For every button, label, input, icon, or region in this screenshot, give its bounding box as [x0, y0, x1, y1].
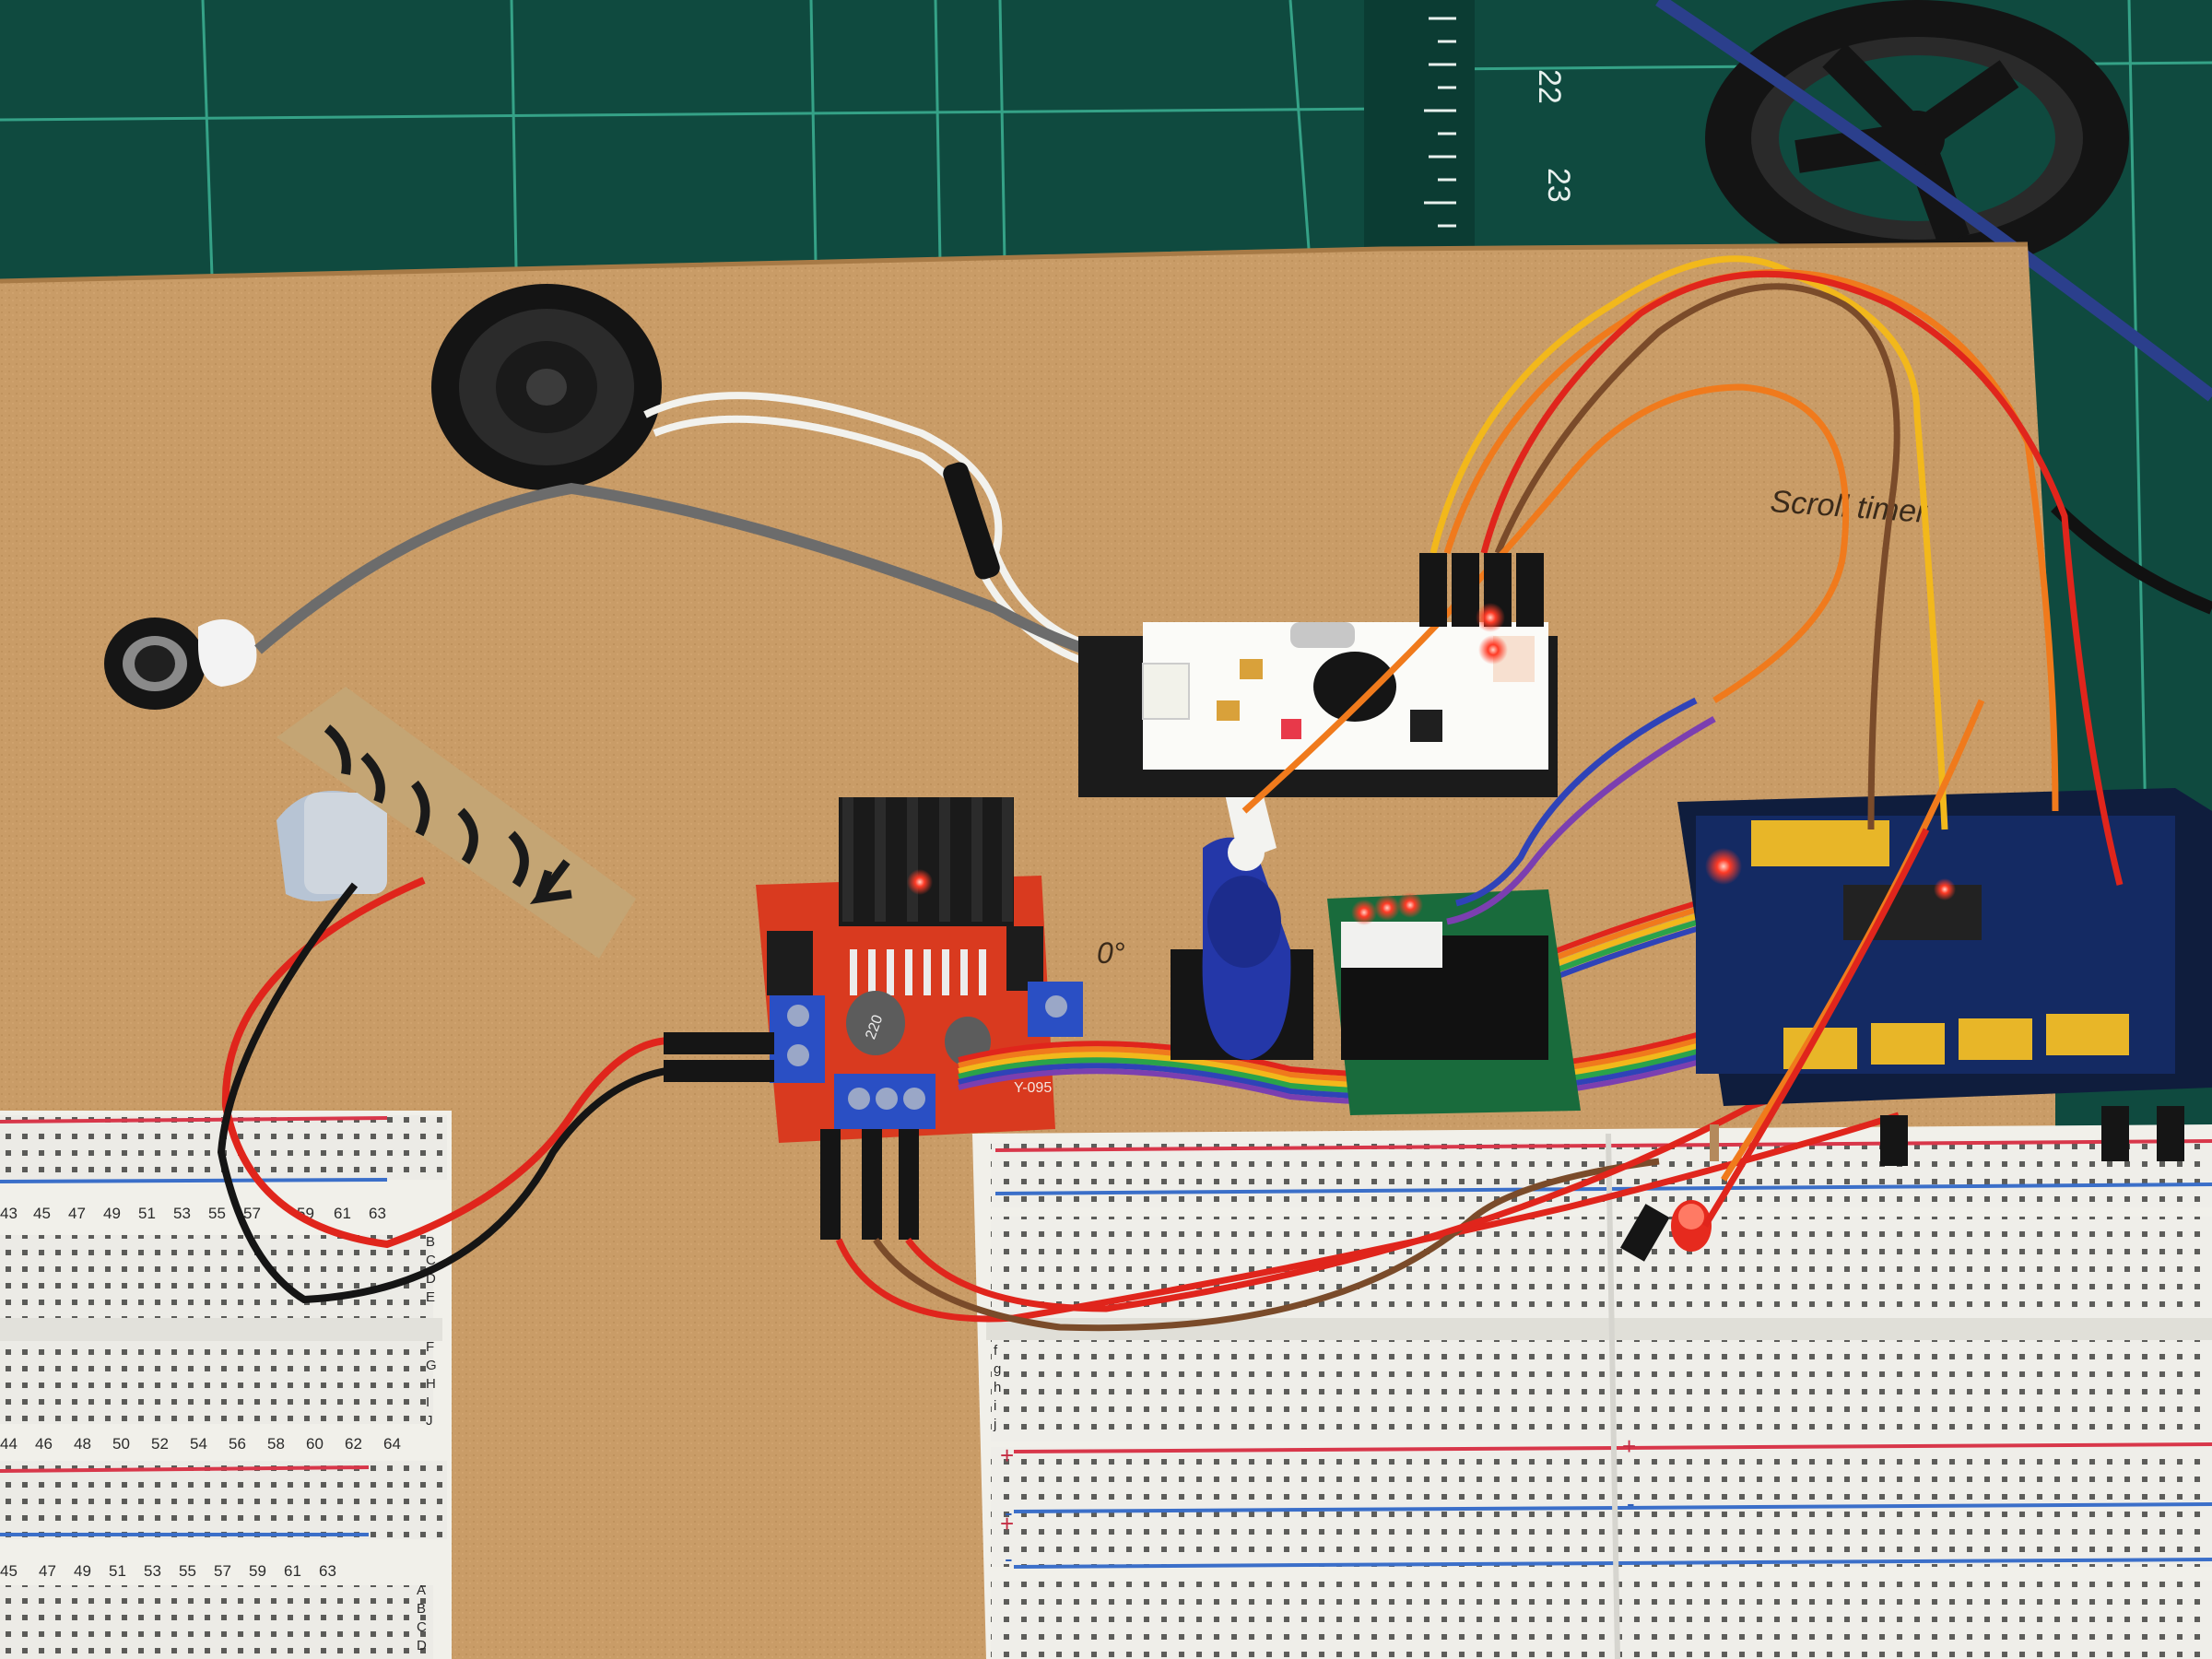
rail-minus-sign: - — [1627, 1489, 1635, 1517]
rail-minus-sign: - — [1005, 1499, 1013, 1526]
row-letter: A — [417, 1583, 426, 1598]
ruler-number-23: 23 — [1541, 168, 1576, 203]
arduino-shield — [1677, 788, 2212, 1106]
column-number: 61 — [334, 1205, 351, 1222]
column-number: 54 — [190, 1435, 207, 1453]
column-number: 51 — [138, 1205, 156, 1222]
red-wire — [221, 877, 683, 1249]
red-led — [1671, 1200, 1712, 1252]
row-letter: G — [426, 1358, 437, 1373]
speaker — [431, 284, 662, 490]
row-letter: E — [426, 1289, 435, 1305]
row-letter: C — [417, 1619, 427, 1635]
servo-angle-label: 0° — [1097, 936, 1125, 970]
black-cable-right — [2051, 502, 2212, 615]
ruler-number-22: 22 — [1532, 69, 1567, 104]
row-letter: g — [994, 1361, 1001, 1377]
left-breadboard-bottom-numbers: 45 47 49 51 53 55 57 59 61 63 — [0, 1562, 336, 1580]
module-code-label: Y-095 — [1014, 1080, 1052, 1096]
column-number: 62 — [345, 1435, 362, 1453]
blue-usb-cable — [1655, 0, 2212, 402]
column-number: 53 — [144, 1562, 161, 1580]
column-number: 59 — [249, 1562, 266, 1580]
column-number: 44 — [0, 1435, 18, 1453]
microphone-cable — [254, 482, 1135, 669]
row-letter: D — [417, 1638, 427, 1653]
mat-ruler-ticks — [1424, 17, 1456, 228]
row-letter: B — [417, 1601, 426, 1617]
heatsink — [839, 797, 1014, 926]
row-letter: h — [994, 1380, 1001, 1395]
rail-plus-sign: + — [1000, 1441, 1014, 1469]
motor-driver-board: 220 Y-095 — [756, 797, 1083, 1143]
column-number: 58 — [267, 1435, 285, 1453]
column-number: 55 — [179, 1562, 196, 1580]
row-letter: I — [426, 1394, 429, 1410]
jumper-wire-bundle — [1241, 255, 2124, 1228]
column-number: 57 — [214, 1562, 231, 1580]
microphone — [104, 618, 257, 710]
column-number: 48 — [74, 1435, 91, 1453]
speaker-white-wires — [643, 392, 1135, 658]
robot-wheel — [1705, 0, 2129, 276]
rail-plus-sign: + — [1622, 1432, 1636, 1460]
wire-heatshrink — [943, 462, 1000, 580]
right-breadboard-markings: + - + - + - — [1000, 1432, 1636, 1572]
capacitor — [846, 991, 905, 1055]
column-number: 57 — [243, 1205, 261, 1222]
row-letter: B — [426, 1234, 435, 1250]
rail-minus-sign: - — [1005, 1545, 1013, 1572]
column-number: 49 — [74, 1562, 91, 1580]
left-breadboard-mid-numbers: 44 46 48 50 52 54 56 58 60 62 64 — [0, 1435, 401, 1453]
column-number: 45 — [0, 1562, 18, 1580]
header-led-glow — [1476, 603, 1505, 632]
vibration-motor — [276, 791, 387, 901]
column-number: 63 — [369, 1205, 386, 1222]
jumper-headers — [664, 553, 2184, 1262]
column-number: 63 — [319, 1562, 336, 1580]
row-letter: F — [426, 1339, 434, 1355]
column-number: 45 — [33, 1205, 51, 1222]
column-number: 61 — [284, 1562, 301, 1580]
controller-board — [1078, 622, 1558, 797]
column-number: 47 — [39, 1562, 56, 1580]
column-number: 52 — [151, 1435, 169, 1453]
column-number: 47 — [68, 1205, 86, 1222]
red-wire — [835, 1112, 1900, 1323]
column-number: 51 — [109, 1562, 126, 1580]
row-letter: f — [994, 1343, 998, 1359]
column-number: 53 — [173, 1205, 191, 1222]
sound-chip — [1313, 652, 1396, 722]
left-breadboard — [0, 1111, 452, 1659]
column-number: 50 — [112, 1435, 130, 1453]
row-letter: H — [426, 1376, 436, 1392]
row-letter: i — [994, 1398, 996, 1414]
brown-wire — [873, 1158, 1660, 1332]
row-letter: D — [426, 1271, 436, 1287]
left-breadboard-row-letters: B C D E F G H I J A B C D — [417, 1234, 437, 1653]
column-number: 46 — [35, 1435, 53, 1453]
column-number: 55 — [208, 1205, 226, 1222]
left-breadboard-top-numbers: 43 45 47 49 51 53 55 57 59 61 63 — [0, 1205, 386, 1222]
row-letter: C — [426, 1253, 436, 1268]
row-letter: j — [993, 1417, 996, 1432]
right-breadboard — [972, 1124, 2212, 1659]
black-wire — [217, 882, 683, 1304]
mat-ruler-strip — [1364, 0, 1475, 249]
sensor-module — [1327, 889, 1581, 1115]
right-breadboard-row-letters: f g h i j — [993, 1343, 1001, 1432]
row-letter: J — [426, 1413, 433, 1429]
motor-driver-jumpers — [820, 1129, 919, 1240]
column-number: 49 — [103, 1205, 121, 1222]
column-number: 60 — [306, 1435, 324, 1453]
rail-plus-sign: + — [1000, 1510, 1014, 1537]
column-number: 64 — [383, 1435, 401, 1453]
column-number: 56 — [229, 1435, 246, 1453]
cardboard-flag — [276, 687, 636, 959]
column-number: 43 — [0, 1205, 18, 1222]
